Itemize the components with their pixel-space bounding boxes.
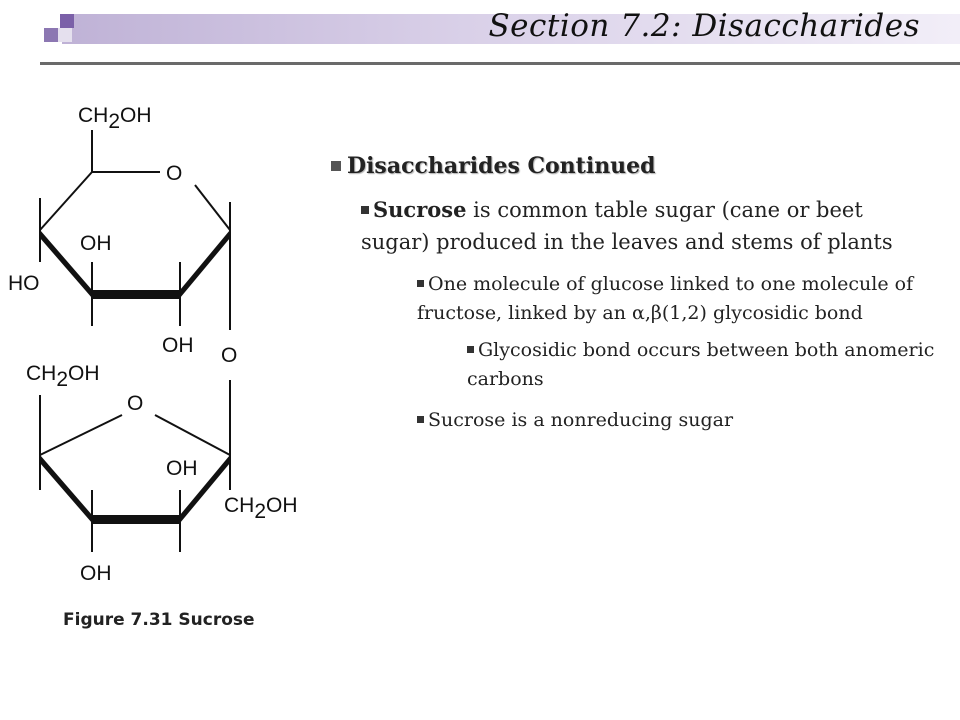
ring-oxygen-label: O [127, 392, 143, 415]
header-bar [62, 14, 960, 44]
bullet-item: One molecule of glucose linked to one mo… [417, 270, 937, 328]
bullet-item: Sucrose is a nonreducing sugar [417, 406, 937, 435]
bullet-text: is common table sugar (cane or beet suga… [361, 198, 893, 254]
fructose-ch2oh-label: CH2OH [26, 362, 100, 391]
header-decor-square [58, 28, 72, 42]
header-decor-square [60, 14, 74, 28]
bullet-text: One molecule of glucose linked to one mo… [417, 273, 914, 324]
sucrose-structure: CH2OH O OH HO OH O CH2OH O OH CH2OH OH [8, 104, 298, 585]
bullet-text: Glycosidic bond occurs between both anom… [467, 339, 935, 390]
bullet-square-icon [361, 205, 369, 214]
slide-title: Section 7.2: Disaccharides [488, 8, 920, 44]
bullet-heading-text: Disaccharides Continued [347, 153, 656, 179]
fructose-ch2oh-label: CH2OH [224, 494, 298, 523]
ring-oxygen-label: O [166, 162, 182, 185]
oh-label: OH [166, 457, 198, 480]
bullet-square-icon [417, 415, 424, 423]
oh-label: OH [80, 562, 112, 585]
oh-label: OH [162, 334, 194, 357]
header-decor-square [44, 28, 58, 42]
glycosidic-oxygen-label: O [221, 344, 237, 367]
figure-caption: Figure 7.31 Sucrose [63, 610, 255, 630]
oh-label: OH [80, 232, 112, 255]
bullet-square-icon [467, 345, 474, 353]
header-divider [40, 62, 960, 65]
bullet-heading: Disaccharides Continued [327, 150, 947, 182]
ho-label: HO [8, 272, 40, 295]
bullet-list: Disaccharides Continued Sucrose is commo… [327, 150, 947, 435]
term-sucrose: Sucrose [373, 197, 467, 222]
bullet-text: Sucrose is a nonreducing sugar [428, 409, 734, 431]
fructose-ring [39, 380, 231, 552]
bullet-item: Sucrose is common table sugar (cane or b… [361, 194, 901, 258]
bullet-square-icon [331, 161, 341, 171]
glucose-ring [39, 130, 231, 330]
glucose-ch2oh-label: CH2OH [78, 104, 152, 133]
bullet-square-icon [417, 279, 424, 287]
bullet-item: Glycosidic bond occurs between both anom… [467, 336, 947, 394]
